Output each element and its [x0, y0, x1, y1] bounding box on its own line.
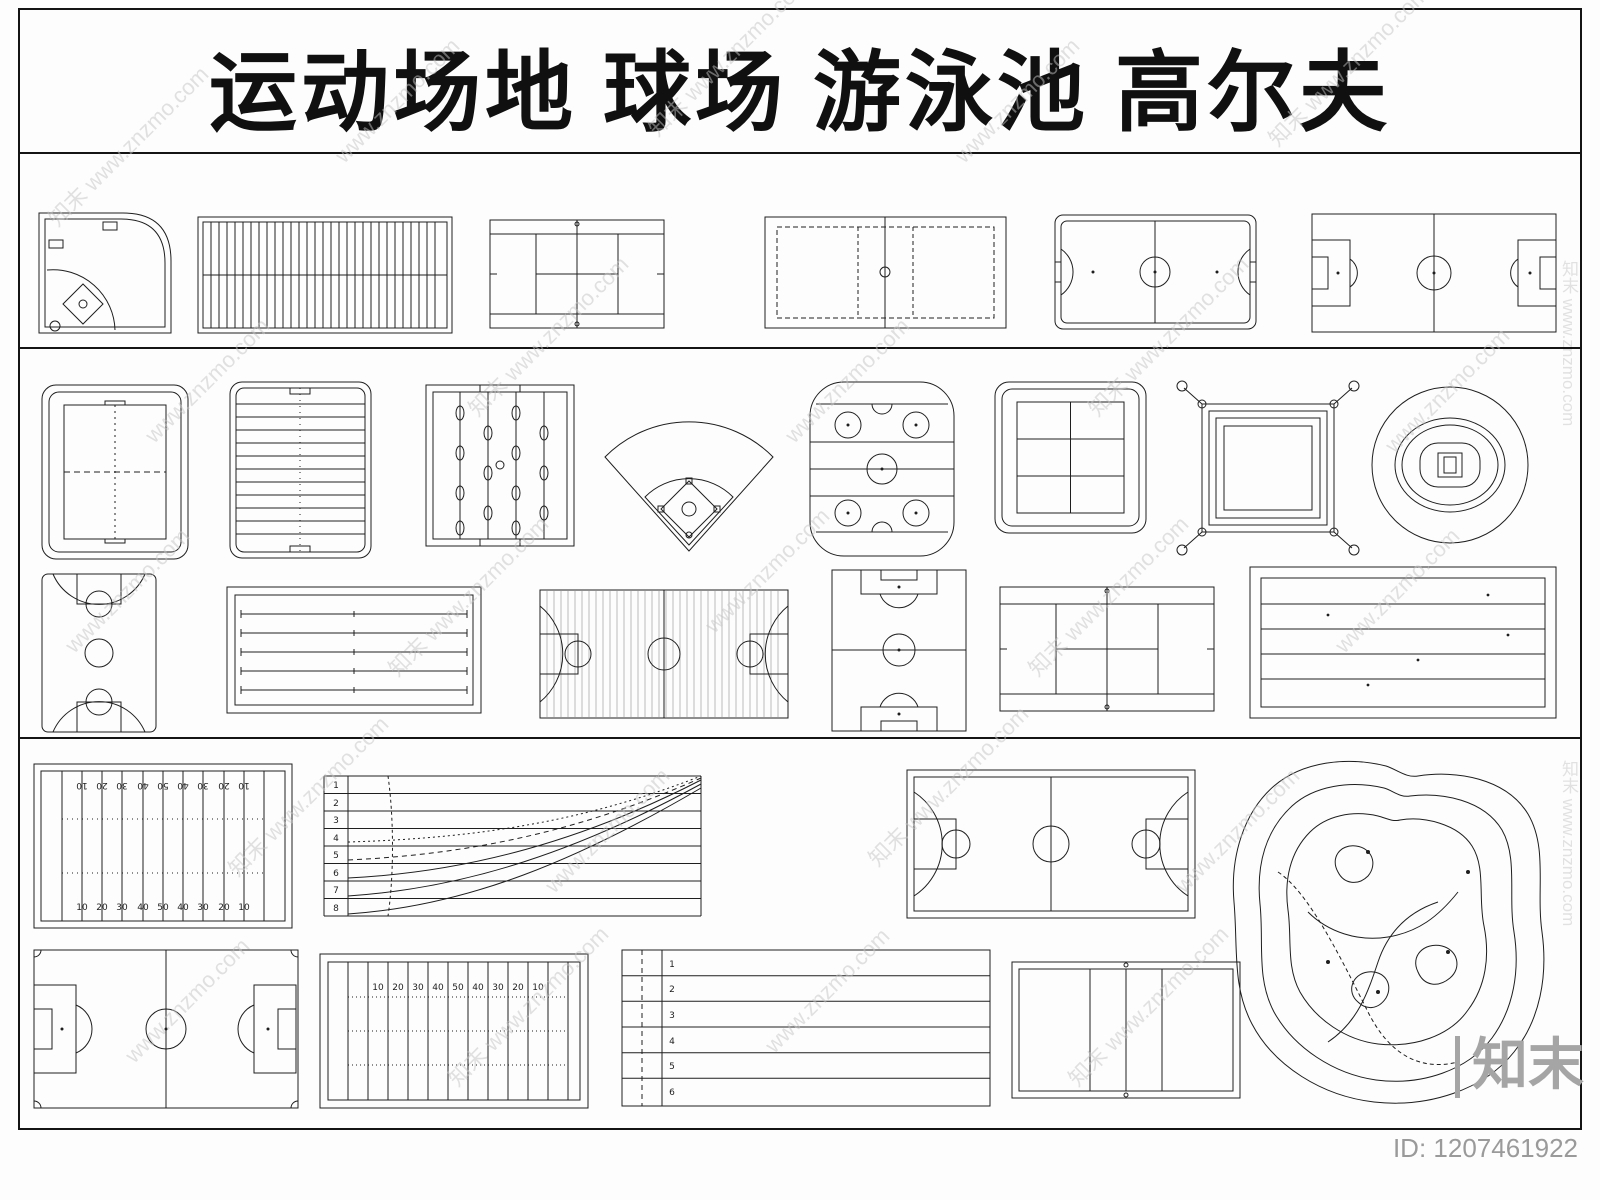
yard-number: 40 [137, 903, 149, 913]
yard-number: 30 [116, 903, 128, 913]
yard-number: 40 [177, 780, 189, 790]
rounded-court-diagram [41, 384, 189, 560]
basketball-court-diagram-2 [906, 769, 1196, 919]
yard-number: 10 [532, 983, 544, 993]
swimming-pool-diagram-2 [1249, 566, 1557, 719]
yard-number: 30 [412, 983, 424, 993]
futsal-handball-court-diagram [1054, 214, 1257, 330]
sheet-border-frame [18, 8, 1582, 1130]
yard-number: 50 [452, 983, 464, 993]
yard-number: 30 [116, 780, 128, 790]
soccer-field-diagram-1 [1311, 213, 1557, 333]
basketball-court-vertical-diagram [41, 573, 157, 733]
volleyball-court-dashed-diagram [764, 216, 1007, 329]
row-number: 1 [669, 960, 675, 970]
ice-hockey-rink-diagram [809, 381, 955, 557]
tennis-court-diagram [489, 219, 665, 329]
lane-number: 3 [333, 816, 339, 826]
running-track-lanes-diagram: 1 2 3 4 5 6 7 8 [323, 775, 702, 917]
swimming-pool-lanes-diagram [226, 586, 482, 714]
yard-number: 10 [76, 780, 88, 790]
sheet-title: 运动场地 球场 游泳池 高尔夫 [208, 46, 1391, 143]
boxing-ring-diagram [1176, 380, 1360, 556]
tennis-court-diagram-2 [999, 586, 1215, 712]
golf-course-contour-diagram [1232, 760, 1545, 1104]
yard-number: 50 [157, 903, 169, 913]
basketball-court-parquet-diagram [539, 589, 789, 719]
striped-field-diagram [197, 216, 453, 334]
lane-number: 6 [333, 869, 339, 879]
row-number: 4 [669, 1037, 675, 1047]
lane-number: 4 [333, 834, 339, 844]
section-divider-line-2 [18, 737, 1582, 739]
american-football-field-vertical-diagram [229, 381, 372, 559]
yard-number: 20 [96, 780, 108, 790]
lane-number: 1 [333, 781, 339, 791]
yard-number: 50 [157, 780, 169, 790]
yard-number: 10 [238, 903, 250, 913]
row-number: 3 [669, 1011, 675, 1021]
soccer-field-vertical-diagram [831, 569, 967, 732]
yard-number: 30 [197, 780, 209, 790]
yard-number: 10 [238, 780, 250, 790]
image-id-label: ID: 1207461922 [1392, 1133, 1578, 1163]
yard-number: 20 [512, 983, 524, 993]
foosball-table-diagram [425, 384, 575, 547]
row-number: 5 [669, 1062, 675, 1072]
baseball-diamond-fan-diagram [604, 421, 774, 552]
american-football-field-yards-diagram: 10 20 30 40 50 40 30 20 10 10 20 30 40 5… [33, 763, 293, 929]
yard-number: 20 [218, 780, 230, 790]
yard-number: 20 [218, 903, 230, 913]
stadium-oval-diagram [1371, 386, 1529, 544]
row-number: 2 [669, 985, 675, 995]
yard-number: 20 [96, 903, 108, 913]
baseball-field-corner-diagram [38, 212, 172, 334]
yard-number: 40 [137, 780, 149, 790]
american-football-field-diagram-2: 10 20 30 40 50 40 30 20 10 [319, 953, 589, 1109]
site-logo: 知末 [1455, 1035, 1584, 1098]
yard-number: 30 [197, 903, 209, 913]
lane-number: 2 [333, 799, 339, 809]
yard-number: 10 [372, 983, 384, 993]
yard-number: 40 [432, 983, 444, 993]
volleyball-court-diagram-2 [1011, 961, 1241, 1099]
numbered-lanes-list-diagram: 1 2 3 4 5 6 [621, 949, 991, 1107]
yard-number: 30 [492, 983, 504, 993]
yard-number: 40 [472, 983, 484, 993]
soccer-field-diagram-2 [33, 949, 299, 1109]
yard-number: 10 [76, 903, 88, 913]
section-divider-line-1 [18, 347, 1582, 349]
row-number: 6 [669, 1088, 675, 1098]
paneled-court-diagram [994, 381, 1147, 534]
lane-number: 8 [333, 904, 339, 914]
lane-number: 5 [333, 851, 339, 861]
lane-number: 7 [333, 886, 339, 896]
yard-number: 40 [177, 903, 189, 913]
title-divider-line [18, 152, 1582, 154]
yard-number: 20 [392, 983, 404, 993]
